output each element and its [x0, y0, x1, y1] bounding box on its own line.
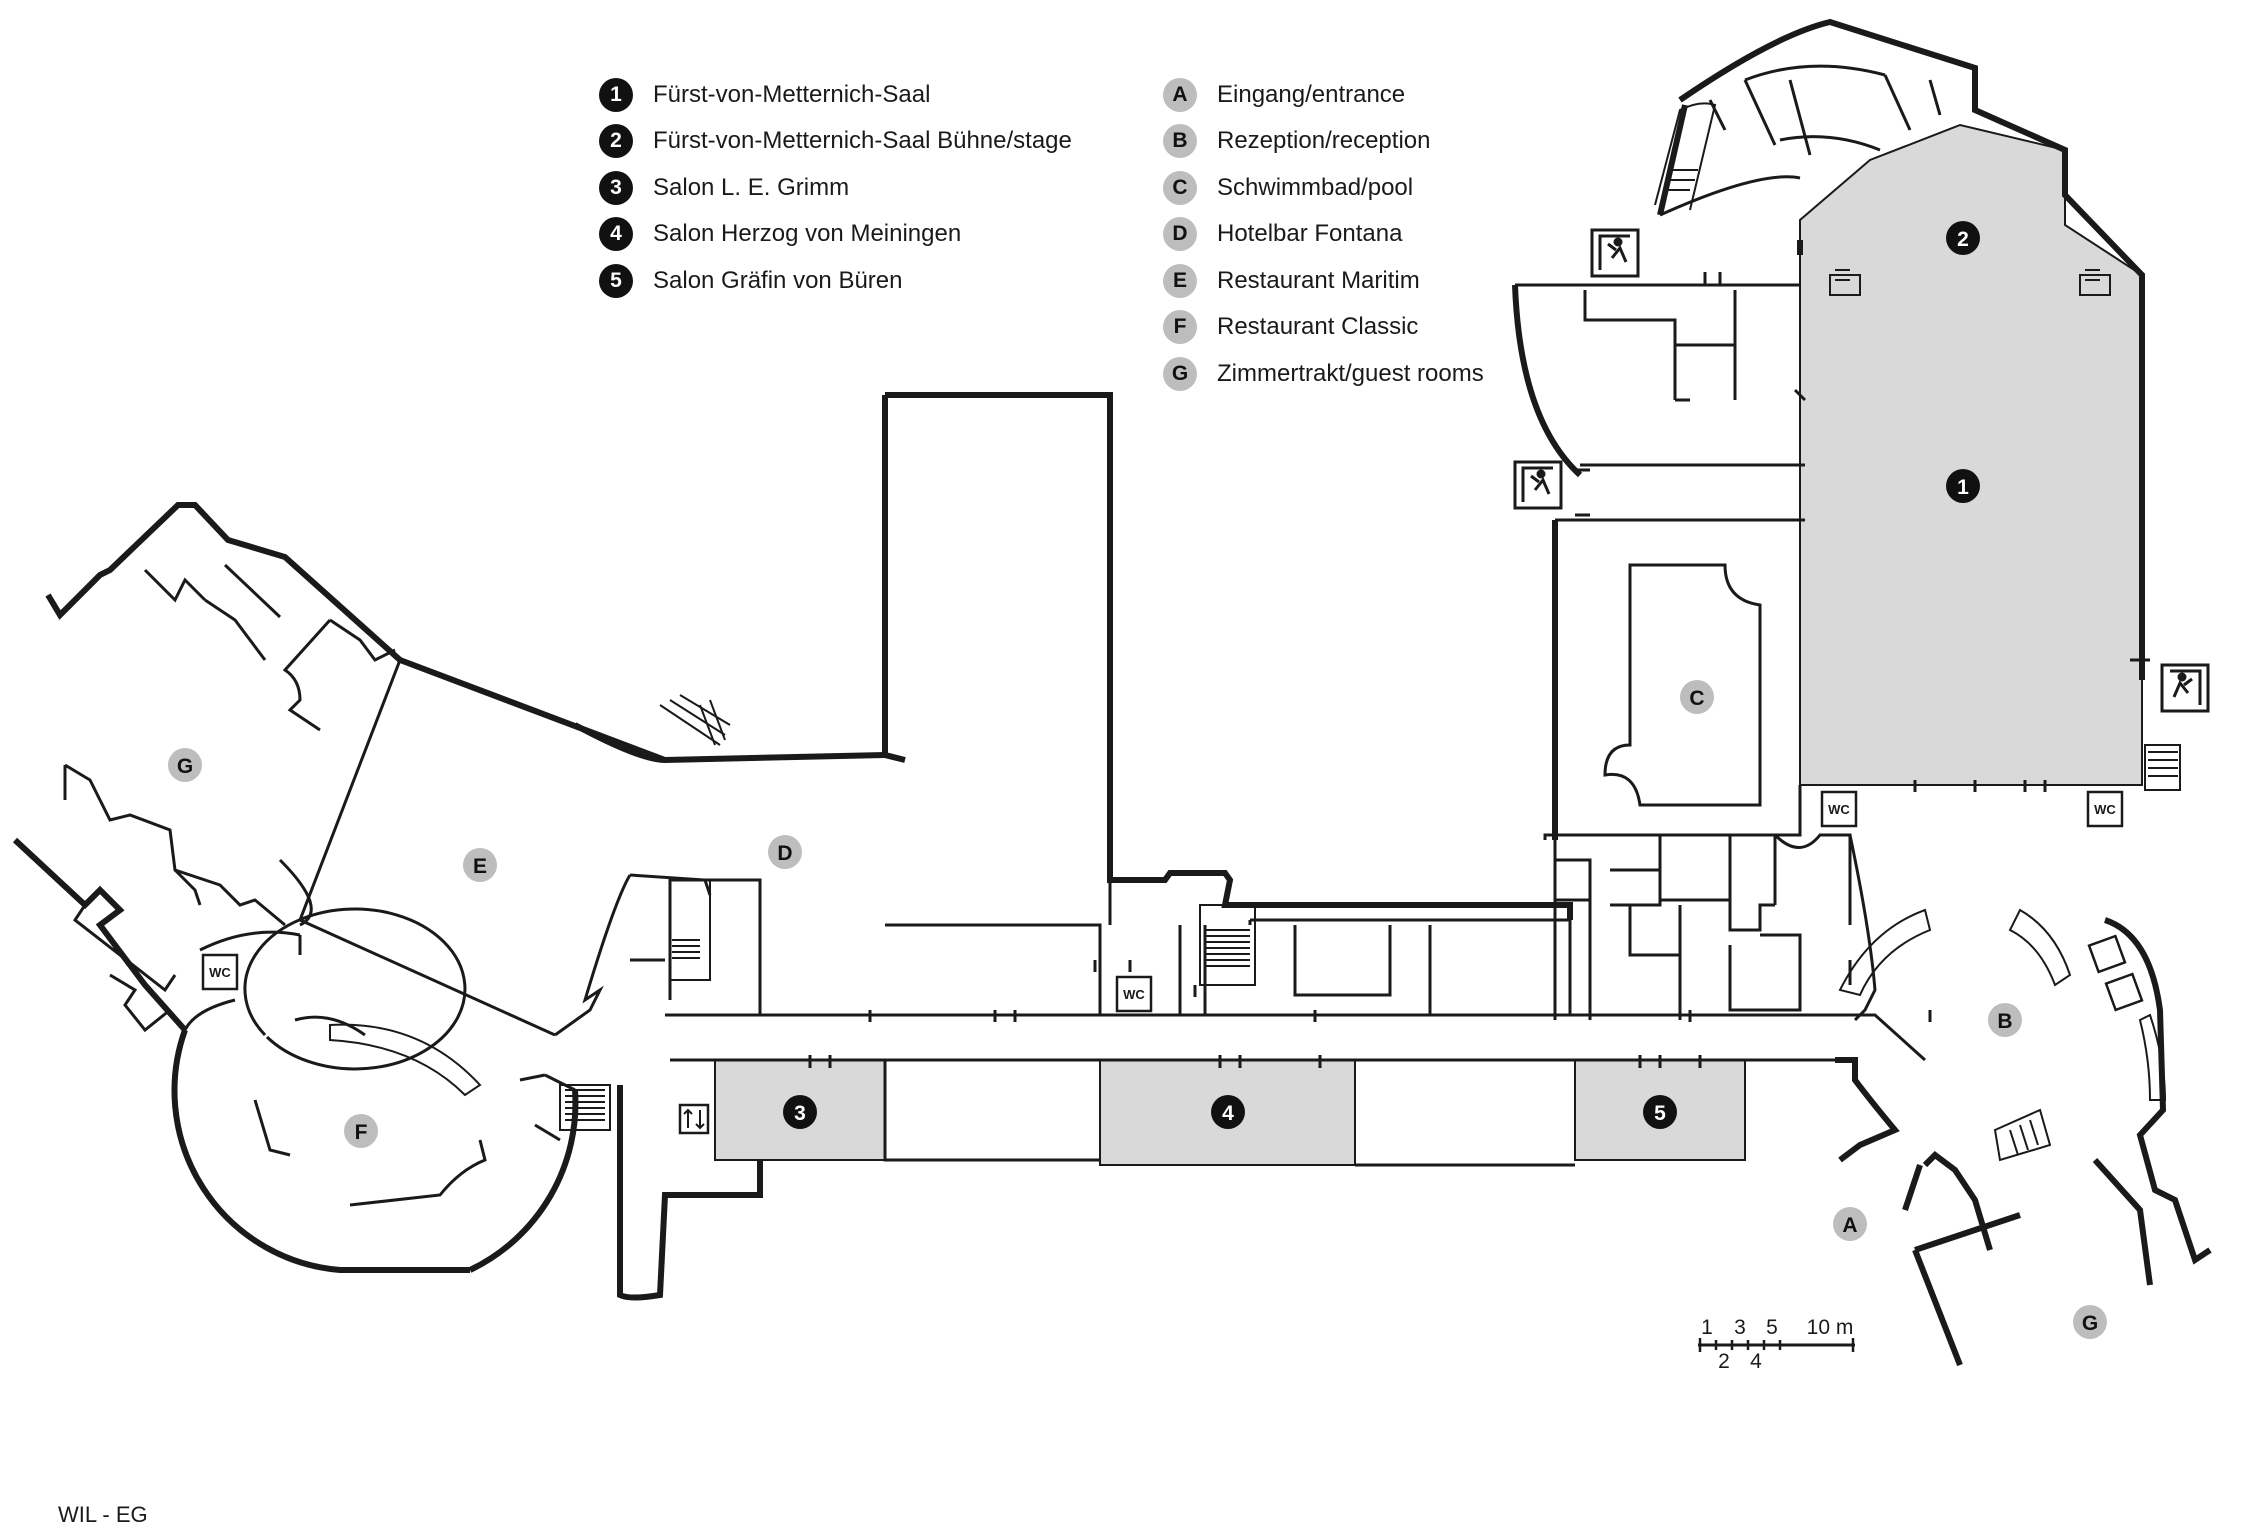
map-markers: 1 2 3 4 5 A B C D E F G G	[168, 221, 2107, 1339]
legend-label-g: Zimmertrakt/guest rooms	[1217, 360, 1484, 387]
stairs	[329, 102, 2181, 1162]
legend-label-d: Hotelbar Fontana	[1217, 220, 1403, 247]
legend-badge-b: B	[1163, 124, 1197, 158]
lift-icon	[2104, 972, 2144, 1012]
marker-room-2: 2	[1946, 221, 1980, 255]
legend-badge-5: 5	[599, 264, 633, 298]
legend-badge-c: C	[1163, 171, 1197, 205]
legend-label-4: Salon Herzog von Meiningen	[653, 220, 962, 247]
marker-area-b: B	[1988, 1003, 2022, 1037]
legend-badge-1: 1	[599, 78, 633, 112]
meeting-rooms	[714, 123, 2143, 1166]
marker-room-4: 4	[1211, 1095, 1245, 1129]
svg-text:F: F	[355, 1121, 368, 1144]
svg-text:C: C	[1689, 687, 1704, 710]
legend-label-e: Restaurant Maritim	[1217, 267, 1420, 294]
scale-bar: 1 3 5 10 m 2 4	[1698, 1316, 1855, 1373]
legend-label-2: Fürst-von-Metternich-Saal Bühne/stage	[653, 127, 1072, 154]
svg-text:3: 3	[794, 1102, 806, 1125]
door-ticks	[808, 272, 2150, 1068]
svg-text:A: A	[1842, 1214, 1857, 1237]
scale-label-10m: 10 m	[1807, 1316, 1854, 1339]
legend-label-1: Fürst-von-Metternich-Saal	[653, 81, 931, 108]
marker-area-d: D	[768, 835, 802, 869]
marker-room-5: 5	[1643, 1095, 1677, 1129]
legend-label-5: Salon Gräfin von Büren	[653, 267, 903, 294]
scale-label-1: 1	[1701, 1316, 1713, 1339]
svg-text:B: B	[1997, 1010, 2012, 1033]
wc-boxes	[201, 790, 2124, 1013]
lift-icon	[678, 1103, 710, 1135]
legend-badge-d: D	[1163, 217, 1197, 251]
marker-area-g-west: G	[168, 748, 202, 782]
svg-text:5: 5	[1654, 1102, 1666, 1125]
wc-label-2: WC	[2094, 802, 2116, 817]
legend-badge-a: A	[1163, 78, 1197, 112]
svg-text:G: G	[177, 755, 193, 778]
wc-label-1: WC	[1828, 802, 1850, 817]
interior-walls	[63, 64, 1942, 1207]
legend-badge-f: F	[1163, 310, 1197, 344]
svg-text:D: D	[777, 842, 792, 865]
scale-label-5: 5	[1766, 1316, 1778, 1339]
legend-badge-3: 3	[599, 171, 633, 205]
legend-areas: A Eingang/entrance B Rezeption/reception C…	[1163, 78, 1563, 398]
lift-icons	[678, 934, 2144, 1135]
legend-rooms: 1 Fürst-von-Metternich-Saal 2 Fürst-von-Me…	[599, 78, 1119, 308]
wc-label-3: WC	[1123, 987, 1145, 1002]
svg-text:2: 2	[1957, 228, 1969, 251]
svg-text:E: E	[473, 855, 487, 878]
scale-label-2: 2	[1718, 1350, 1730, 1373]
legend-label-3: Salon L. E. Grimm	[653, 174, 850, 201]
scale-label-3: 3	[1734, 1316, 1746, 1339]
svg-text:1: 1	[1957, 476, 1969, 499]
marker-area-f: F	[344, 1114, 378, 1148]
marker-area-e: E	[463, 848, 497, 882]
outer-walls	[12, 18, 2212, 1367]
legend-badge-e: E	[1163, 264, 1197, 298]
legend-badge-4: 4	[599, 217, 633, 251]
legend-label-f: Restaurant Classic	[1217, 313, 1419, 340]
marker-area-c: C	[1680, 680, 1714, 714]
lift-icon	[2087, 934, 2127, 974]
marker-room-1: 1	[1946, 469, 1980, 503]
marker-room-3: 3	[783, 1095, 817, 1129]
legend-badge-2: 2	[599, 124, 633, 158]
svg-text:G: G	[2082, 1312, 2098, 1335]
legend-label-c: Schwimmbad/pool	[1217, 174, 1414, 201]
marker-area-a: A	[1833, 1207, 1867, 1241]
scale-label-4: 4	[1750, 1350, 1762, 1373]
legend-label-a: Eingang/entrance	[1217, 81, 1406, 108]
wc-label-4: WC	[209, 965, 231, 980]
svg-text:4: 4	[1222, 1102, 1234, 1125]
legend-badge-g: G	[1163, 357, 1197, 391]
marker-area-g-east: G	[2073, 1305, 2107, 1339]
plan-code: WIL - EG	[58, 1502, 148, 1527]
legend-label-b: Rezeption/reception	[1217, 127, 1431, 154]
